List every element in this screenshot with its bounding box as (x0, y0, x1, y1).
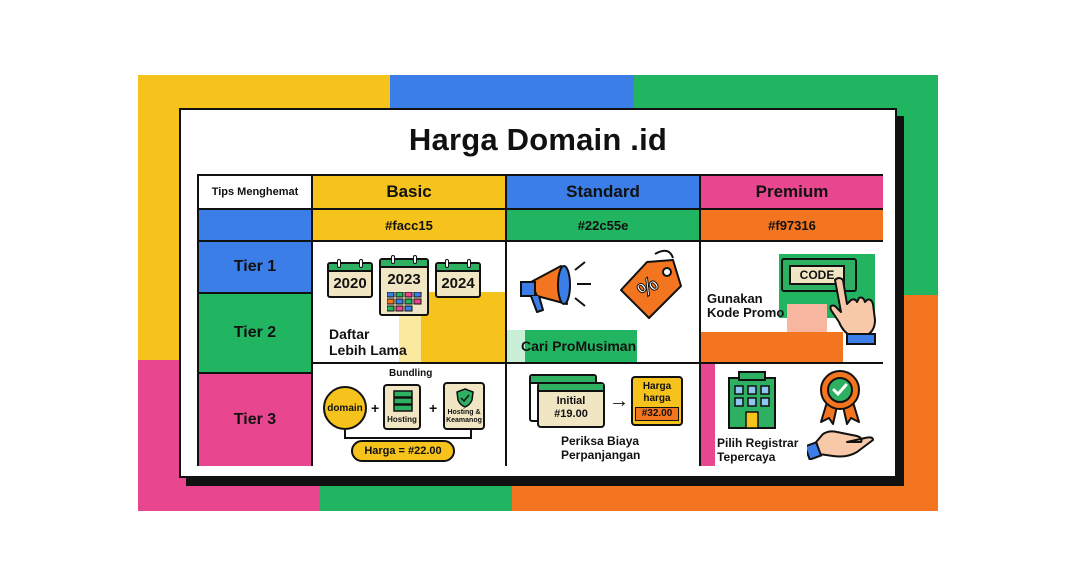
bundle-connector (344, 430, 472, 439)
megaphone-icon (520, 261, 591, 313)
tip-caption-promo-code: Gunakan Kode Promo (707, 291, 785, 320)
green-accent-block (507, 330, 637, 362)
tier-2-label: Tier 2 (199, 294, 313, 374)
arrow-right-icon: → (609, 390, 629, 412)
domain-badge: domain (323, 386, 367, 430)
page-title: Harga Domain .id (408, 122, 668, 157)
calendar-icon-2020: 2020 (327, 259, 373, 298)
header-premium: Premium (701, 176, 883, 210)
pointing-hand-icon (829, 277, 876, 345)
light-green-accent (507, 330, 525, 362)
tier-3-label: Tier 3 (199, 374, 313, 466)
hex-standard: #22c55e (507, 210, 701, 242)
pricing-card: Harga Domain .id Tips Menghemat Basic St… (179, 108, 897, 478)
hosting-box: Hosting (383, 384, 421, 430)
tip-caption-trusted-registrar: Pilih Registrar Tepercaya (717, 436, 799, 464)
hex-basic: #facc15 (313, 210, 507, 242)
tip-caption-seasonal-promo: Cari ProMusiman (521, 338, 637, 354)
shield-icon (456, 388, 474, 408)
tip-bundling: Bundling domain + Hosting + Hosting & (313, 364, 507, 466)
bundle-price-pill: Harga = #22.00 (351, 440, 455, 462)
tier-1-label: Tier 1 (199, 242, 313, 294)
header-standard: Standard (507, 176, 701, 210)
renewal-price-box: Harga harga #32.00 (631, 376, 683, 426)
hex-row-spacer (199, 210, 313, 242)
hex-premium: #f97316 (701, 210, 883, 242)
award-badge-hand-icon (807, 370, 874, 460)
calendar-grid-icon (387, 292, 422, 312)
security-box: Hosting & Keamanog (443, 382, 485, 430)
bundling-label: Bundling (389, 368, 433, 379)
tip-trusted-registrar: Pilih Registrar Tepercaya (701, 364, 883, 466)
plus-sign-2: + (429, 400, 438, 416)
coupon-ticket: CODE (781, 258, 857, 292)
calendar-icon-2023: 2023 (379, 255, 429, 316)
price-tag-icon: % (620, 249, 682, 319)
calendar-icon-2024: 2024 (435, 259, 481, 298)
pricing-grid: Tips Menghemat Basic Standard Premium #f… (197, 174, 883, 466)
header-tips: Tips Menghemat (199, 176, 313, 210)
pink-accent-strip (701, 364, 715, 466)
tip-caption-register-longer: Daftar Lebih Lama (329, 326, 407, 358)
server-icon (393, 390, 413, 412)
tip-seasonal-promo: % Cari ProMusiman (507, 242, 701, 364)
building-icon (728, 371, 776, 429)
plus-sign: + (371, 400, 380, 416)
initial-price-window: Initial #19.00 (537, 382, 605, 428)
tip-promo-code: CODE Gunakan Kode Promo (701, 242, 883, 364)
peach-accent-block (787, 304, 827, 334)
promo-code-label: CODE (789, 265, 845, 285)
tip-caption-check-renewal: Periksa Biaya Perpanjangan (561, 434, 641, 462)
tip-register-longer: 2020 2023 (313, 242, 507, 364)
header-basic: Basic (313, 176, 507, 210)
tip-check-renewal: Initial #19.00 → Harga harga #32.00 Peri… (507, 364, 701, 466)
orange-accent-block (701, 332, 843, 362)
